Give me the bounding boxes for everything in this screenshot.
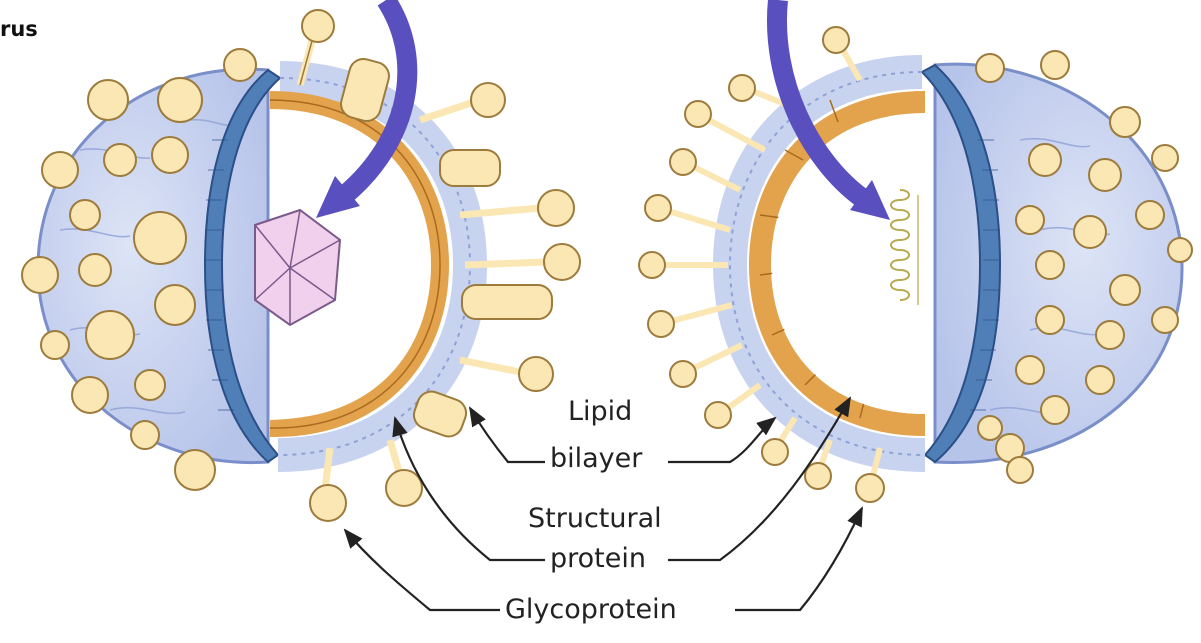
lipid-bilayer-leader-left [470,408,545,462]
label-lipid: Lipid [568,398,632,425]
caption-fragment: rus [0,17,38,41]
glycoprotein-leader-left [345,530,500,610]
label-bilayer: bilayer [550,445,642,472]
label-glycoprotein: Glycoprotein [505,596,677,623]
glycoprotein-leader-right [735,508,862,610]
left-virus-icosahedral [22,10,580,521]
right-virus-helical [639,27,1192,502]
label-protein: protein [550,545,646,572]
label-structural: Structural [528,505,662,532]
